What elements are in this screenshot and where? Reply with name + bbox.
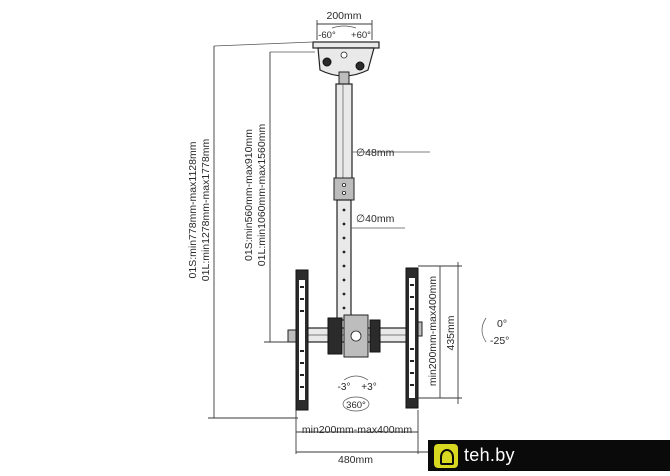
site-watermark: teh.by <box>428 440 670 471</box>
height-s-label: 01S:min778mm-max1128mm <box>187 141 199 278</box>
swivel-left-label: -3° <box>338 382 351 393</box>
tilt-arc-icon <box>481 317 487 343</box>
total-height-dimension: 01S:min778mm-max1128mm 01L:min1278mm-max… <box>187 46 298 419</box>
vesa-vertical-dimension: min200mm-max400mm 435mm <box>418 262 462 404</box>
rot-right-label: +60° <box>351 30 371 41</box>
top-width-dimension: 200mm -60° +60° <box>316 10 373 41</box>
rotation-label: 360° <box>346 400 366 411</box>
tilt-up-label: 0° <box>497 318 507 330</box>
pole-s-label: 01S:min560mm-max910mm <box>243 129 255 261</box>
logo-icon <box>434 443 458 468</box>
swivel-arc-icon <box>343 375 369 381</box>
inner-tube <box>336 199 352 321</box>
rotation-arc-icon <box>331 25 357 29</box>
right-vesa-arm <box>405 267 419 409</box>
pole-length-dimension: 01S:min560mm-max910mm 01L:min1060mm-max1… <box>243 52 300 343</box>
outer-tube <box>333 83 355 201</box>
vesa-horizontal-dimension: min200mm-max400mm 480mm <box>295 410 430 466</box>
tilt-indicator: 0° -25° <box>481 317 509 347</box>
rotation-icon <box>342 396 370 412</box>
tilt-down-label: -25° <box>490 335 509 347</box>
width-total-label: 480mm <box>338 454 373 466</box>
swivel-right-label: +3° <box>361 382 376 393</box>
ceiling-plate <box>312 41 380 85</box>
tube-inner-label: ∅40mm <box>356 213 395 225</box>
tube-outer-label: ∅48mm <box>356 147 395 159</box>
vesa-v-label: min200mm-max400mm <box>427 276 439 387</box>
logo-text: teh.by <box>464 445 515 465</box>
vesa-h-label: min200mm-max400mm <box>302 424 413 436</box>
plate-h-label: 435mm <box>445 315 457 350</box>
left-vesa-arm <box>295 269 309 411</box>
rot-left-label: -60° <box>318 30 336 41</box>
top-width-label: 200mm <box>326 10 361 22</box>
pole-l-label: 01L:min1060mm-max1560mm <box>256 124 268 267</box>
height-l-label: 01L:min1278mm-max1778mm <box>200 139 212 282</box>
